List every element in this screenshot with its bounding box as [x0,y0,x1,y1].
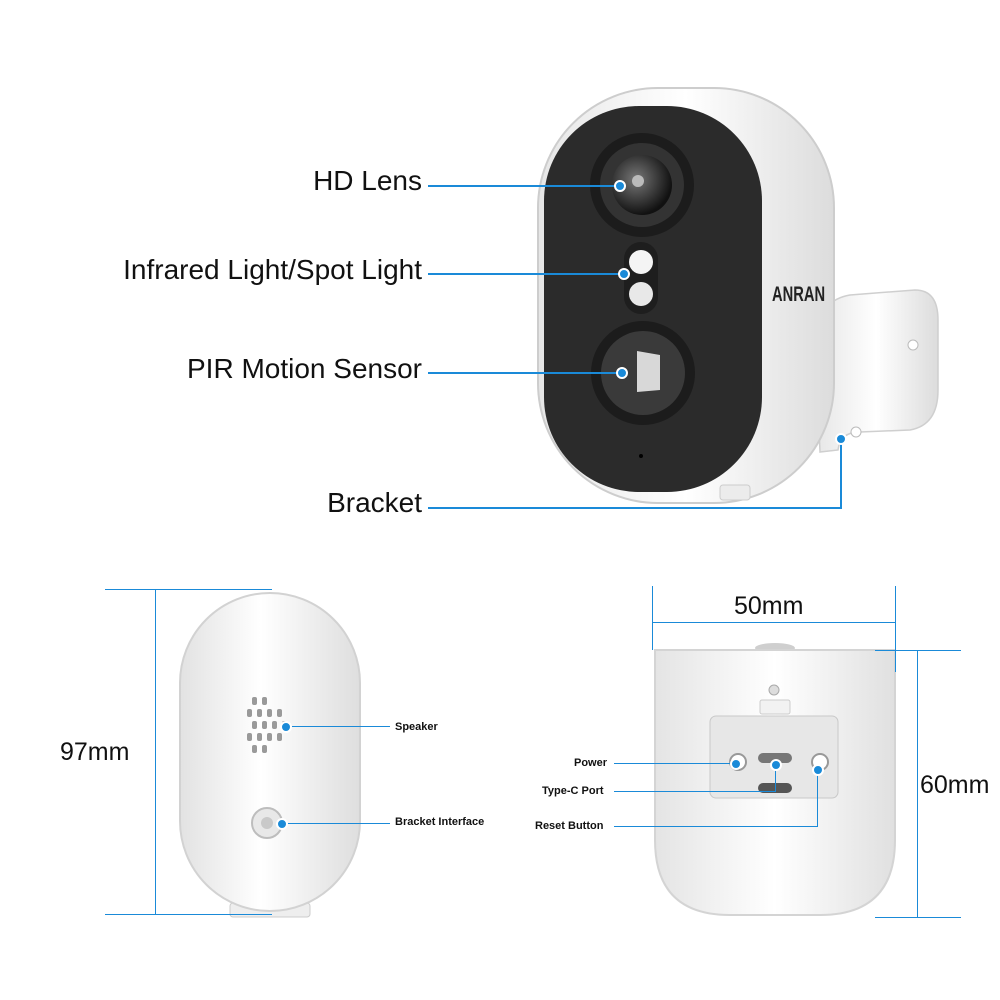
camera-back-illustration [179,592,361,918]
reset-button-label: Reset Button [535,820,604,832]
pir-sensor-label: PIR Motion Sensor [187,353,422,384]
typec-port-icon [758,753,792,763]
back-shell [179,592,361,912]
camera-front-illustration [537,87,939,504]
width-dimension-label: 50mm [734,592,804,620]
ir-light-label: Infrared Light/Spot Light [123,254,422,285]
speaker-label: Speaker [395,721,438,733]
brand-logo: ANRAN [772,283,826,306]
spotlight-icon [629,250,653,274]
bracket-interface-label: Bracket Interface [395,816,485,828]
infrared-light-icon [629,282,653,306]
hd-lens-label: HD Lens [313,165,422,196]
depth-dimension-label: 60mm [920,771,990,799]
bracket-label: Bracket [327,487,422,518]
power-label: Power [574,757,608,769]
height-dimension-label: 97mm [60,738,130,766]
typec-port-label: Type-C Port [542,785,604,797]
speaker-icon [247,697,287,753]
